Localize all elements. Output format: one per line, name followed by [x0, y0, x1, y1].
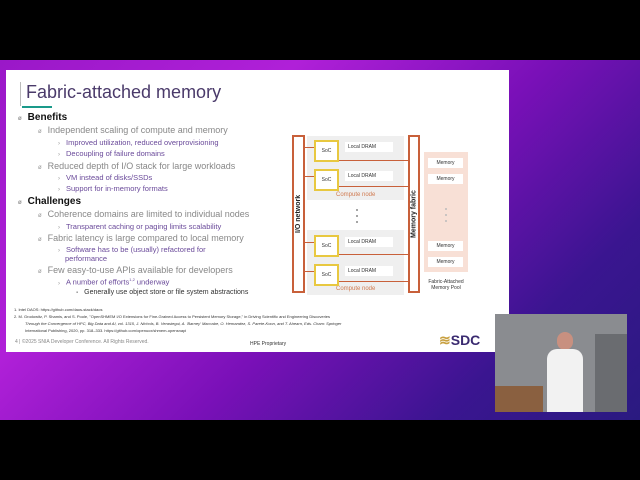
- memory-fabric-label: Memory fabric: [410, 190, 418, 238]
- footnote: 1. Intel DAOS: https://github.com/daos-s…: [14, 307, 103, 312]
- door: [595, 334, 627, 412]
- bullet: ▪Generally use object store or file syst…: [76, 289, 249, 296]
- soc-box: SoC: [314, 169, 339, 191]
- speaker-body: [547, 349, 583, 412]
- ellipsis-dot: [445, 220, 447, 222]
- footnote: Through the Convergence of HPC, Big Data…: [25, 321, 342, 326]
- memory-box: Memory: [428, 257, 463, 267]
- speaker-video: [495, 314, 627, 412]
- ellipsis-dot: [356, 221, 358, 223]
- connector: [339, 160, 408, 161]
- memory-fabric-bar: Memory fabric: [408, 135, 420, 293]
- io-network-bar: I/O network: [292, 135, 305, 293]
- soc-box: SoC: [314, 140, 339, 162]
- local-dram-box: Local DRAM: [345, 266, 393, 276]
- bullet: ›Transparent caching or paging limits sc…: [58, 222, 222, 231]
- title-underline: [22, 106, 52, 108]
- logo-stack-icon: ≋: [439, 332, 451, 348]
- connector: [305, 176, 314, 177]
- bullet: ›Decoupling of failure domains: [58, 149, 165, 158]
- sdc-logo: ≋SDC: [439, 332, 481, 348]
- connector: [305, 147, 314, 148]
- ellipsis-dot: [356, 215, 358, 217]
- title-divider: [20, 82, 21, 106]
- soc-box: SoC: [314, 235, 339, 257]
- ellipsis-dot: [356, 209, 358, 211]
- io-network-label: I/O network: [295, 194, 302, 234]
- footer-copyright: 4 | ©2025 SNIA Developer Conference. All…: [15, 339, 149, 345]
- footer-proprietary: HPE Proprietary: [250, 341, 287, 347]
- memory-box: Memory: [428, 174, 463, 184]
- ellipsis-dot: [445, 214, 447, 216]
- bullet: ›Support for in-memory formats: [58, 184, 168, 193]
- bullet: ›A number of efforts1,2 underway: [58, 277, 170, 287]
- bullet: ›Software has to be (usually) refactored…: [58, 245, 206, 254]
- podium: [495, 386, 543, 412]
- connector: [305, 271, 314, 272]
- bullet: ›Improved utilization, reduced overprovi…: [58, 138, 219, 147]
- local-dram-box: Local DRAM: [345, 237, 393, 247]
- connector: [339, 254, 408, 255]
- memory-box: Memory: [428, 241, 463, 251]
- bullet-continuation: performance: [65, 254, 108, 263]
- ellipsis-dot: [445, 208, 447, 210]
- connector: [339, 186, 408, 187]
- bullet: ›VM instead of disks/SSDs: [58, 173, 153, 182]
- memory-pool: Memory Memory Memory Memory: [424, 152, 468, 272]
- speaker-head: [557, 332, 573, 350]
- connector: [339, 281, 408, 282]
- local-dram-box: Local DRAM: [345, 142, 393, 152]
- connector: [305, 242, 314, 243]
- footnote: 2. M. Grodowitz, P. Shamis, and S. Poole…: [14, 314, 331, 319]
- compute-node-label: Compute node: [336, 192, 376, 198]
- memory-box: Memory: [428, 158, 463, 168]
- footnote: International Publishing, 2020, pp. 318–…: [25, 328, 187, 333]
- local-dram-box: Local DRAM: [345, 171, 393, 181]
- slide-title: Fabric-attached memory: [26, 82, 222, 102]
- compute-node-label: Compute node: [336, 286, 376, 292]
- soc-box: SoC: [314, 264, 339, 286]
